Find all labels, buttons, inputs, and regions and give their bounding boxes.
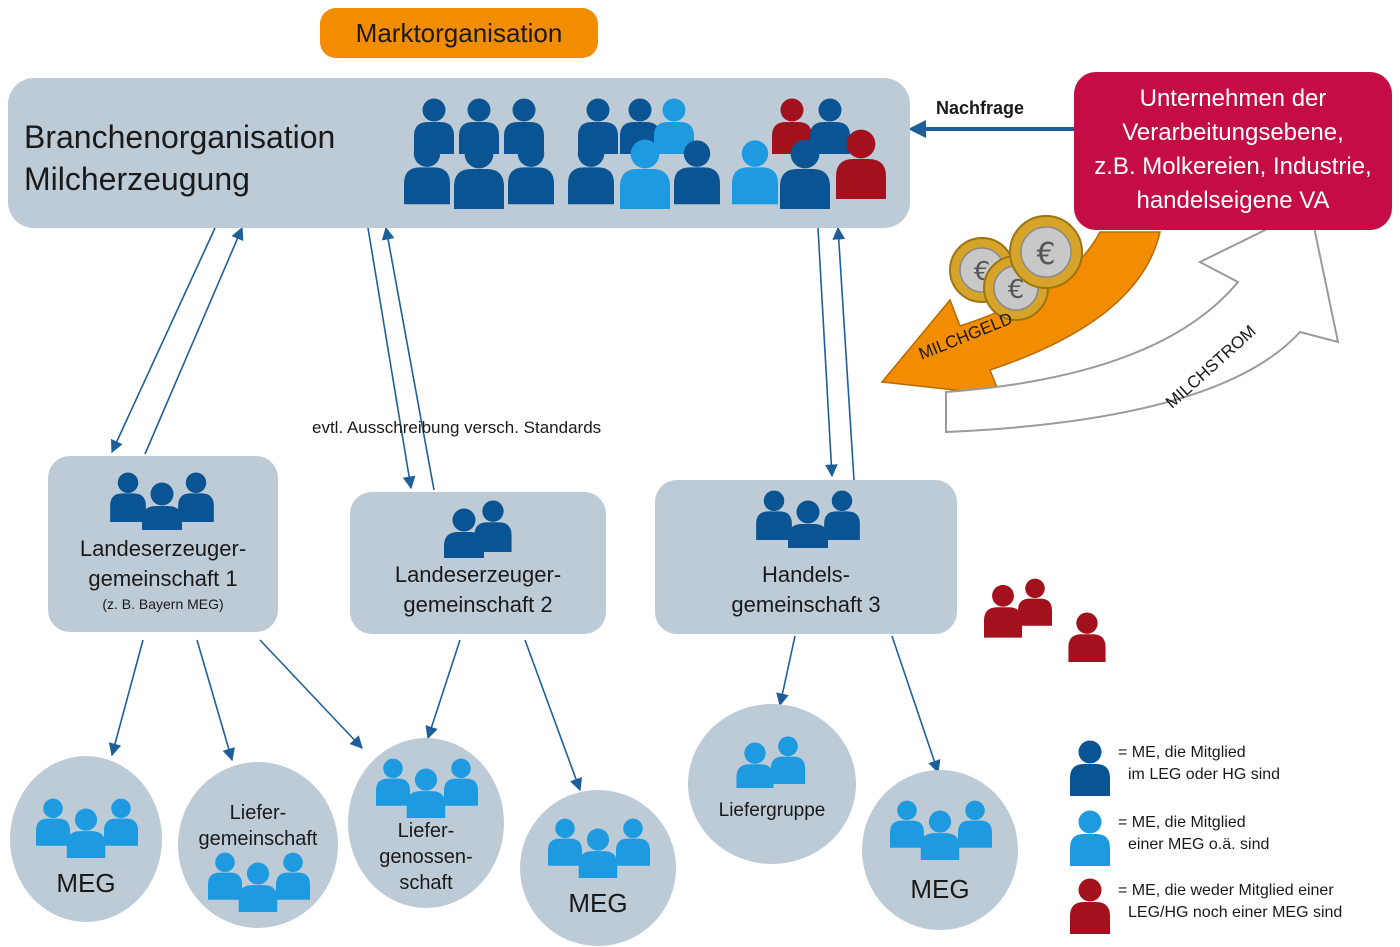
liefergenossenschaft-circle: [348, 738, 504, 908]
legend-item-3: = ME, die weder Mitglied einer LEG/HG no…: [1118, 882, 1343, 921]
processors-box: [1074, 72, 1392, 230]
svg-text:€: €: [1008, 275, 1025, 305]
svg-text:€: €: [1036, 237, 1055, 272]
liefergruppe-label: Liefergruppe: [718, 800, 826, 821]
meg3-label: MEG: [910, 874, 970, 904]
meg3-people-icon: [890, 800, 992, 864]
people-group-mixed-red-icon: [732, 98, 890, 210]
meg1-people-icon: [36, 798, 138, 862]
people-group-dark-icon: [404, 98, 554, 210]
liefergruppe-people-icon: [734, 736, 810, 794]
marktorganisation-label: Marktorganisation: [355, 18, 563, 48]
processors-text: Unternehmen der Verarbeitungsebene, z.B.…: [1094, 85, 1372, 214]
leg1-label: Landeserzeuger- gemeinschaft 1 (z. B. Ba…: [79, 536, 247, 612]
leg2-label: Landeserzeuger- gemeinschaft 2: [394, 562, 562, 617]
liefergemeinschaft-label: Liefer- gemeinschaft: [198, 802, 318, 850]
nachfrage-label: Nachfrage: [936, 98, 1025, 118]
legend-light-blue-icon: [1070, 810, 1110, 866]
tender-note: evtl. Ausschreibung versch. Standards: [312, 418, 602, 437]
legend-item-2: = ME, die Mitglied einer MEG o.ä. sind: [1118, 814, 1270, 853]
meg1-label: MEG: [56, 868, 116, 898]
liefergenossenschaft-label: Liefer- genossen- schaft: [379, 820, 473, 894]
independent-producers-icon: [984, 578, 1114, 664]
euro-coins-icon: € € €: [944, 196, 1094, 326]
legend-dark-blue-icon: [1070, 740, 1110, 796]
people-group-mixed-blue-icon: [568, 98, 723, 210]
leg1-people-icon: [110, 470, 214, 538]
meg2-label: MEG: [568, 888, 628, 918]
hg3-label: Handels- gemeinschaft 3: [731, 562, 881, 617]
legend-item-1: = ME, die Mitglied im LEG oder HG sind: [1118, 744, 1281, 783]
legend: = ME, die Mitglied im LEG oder HG sind =…: [1070, 740, 1390, 940]
marktorganisation-badge: [320, 8, 598, 58]
hg3-people-icon: [756, 488, 860, 556]
legend-red-icon: [1070, 878, 1110, 934]
leg2-box: [350, 492, 606, 634]
leg2-people-icon: [442, 500, 516, 564]
meg2-people-icon: [548, 818, 650, 882]
liefergemeinschaft-people-icon: [208, 852, 310, 916]
branchenorganisation-title: Branchenorganisation Milcherzeugung: [24, 119, 336, 197]
liefergenossenschaft-people-icon: [376, 758, 478, 822]
